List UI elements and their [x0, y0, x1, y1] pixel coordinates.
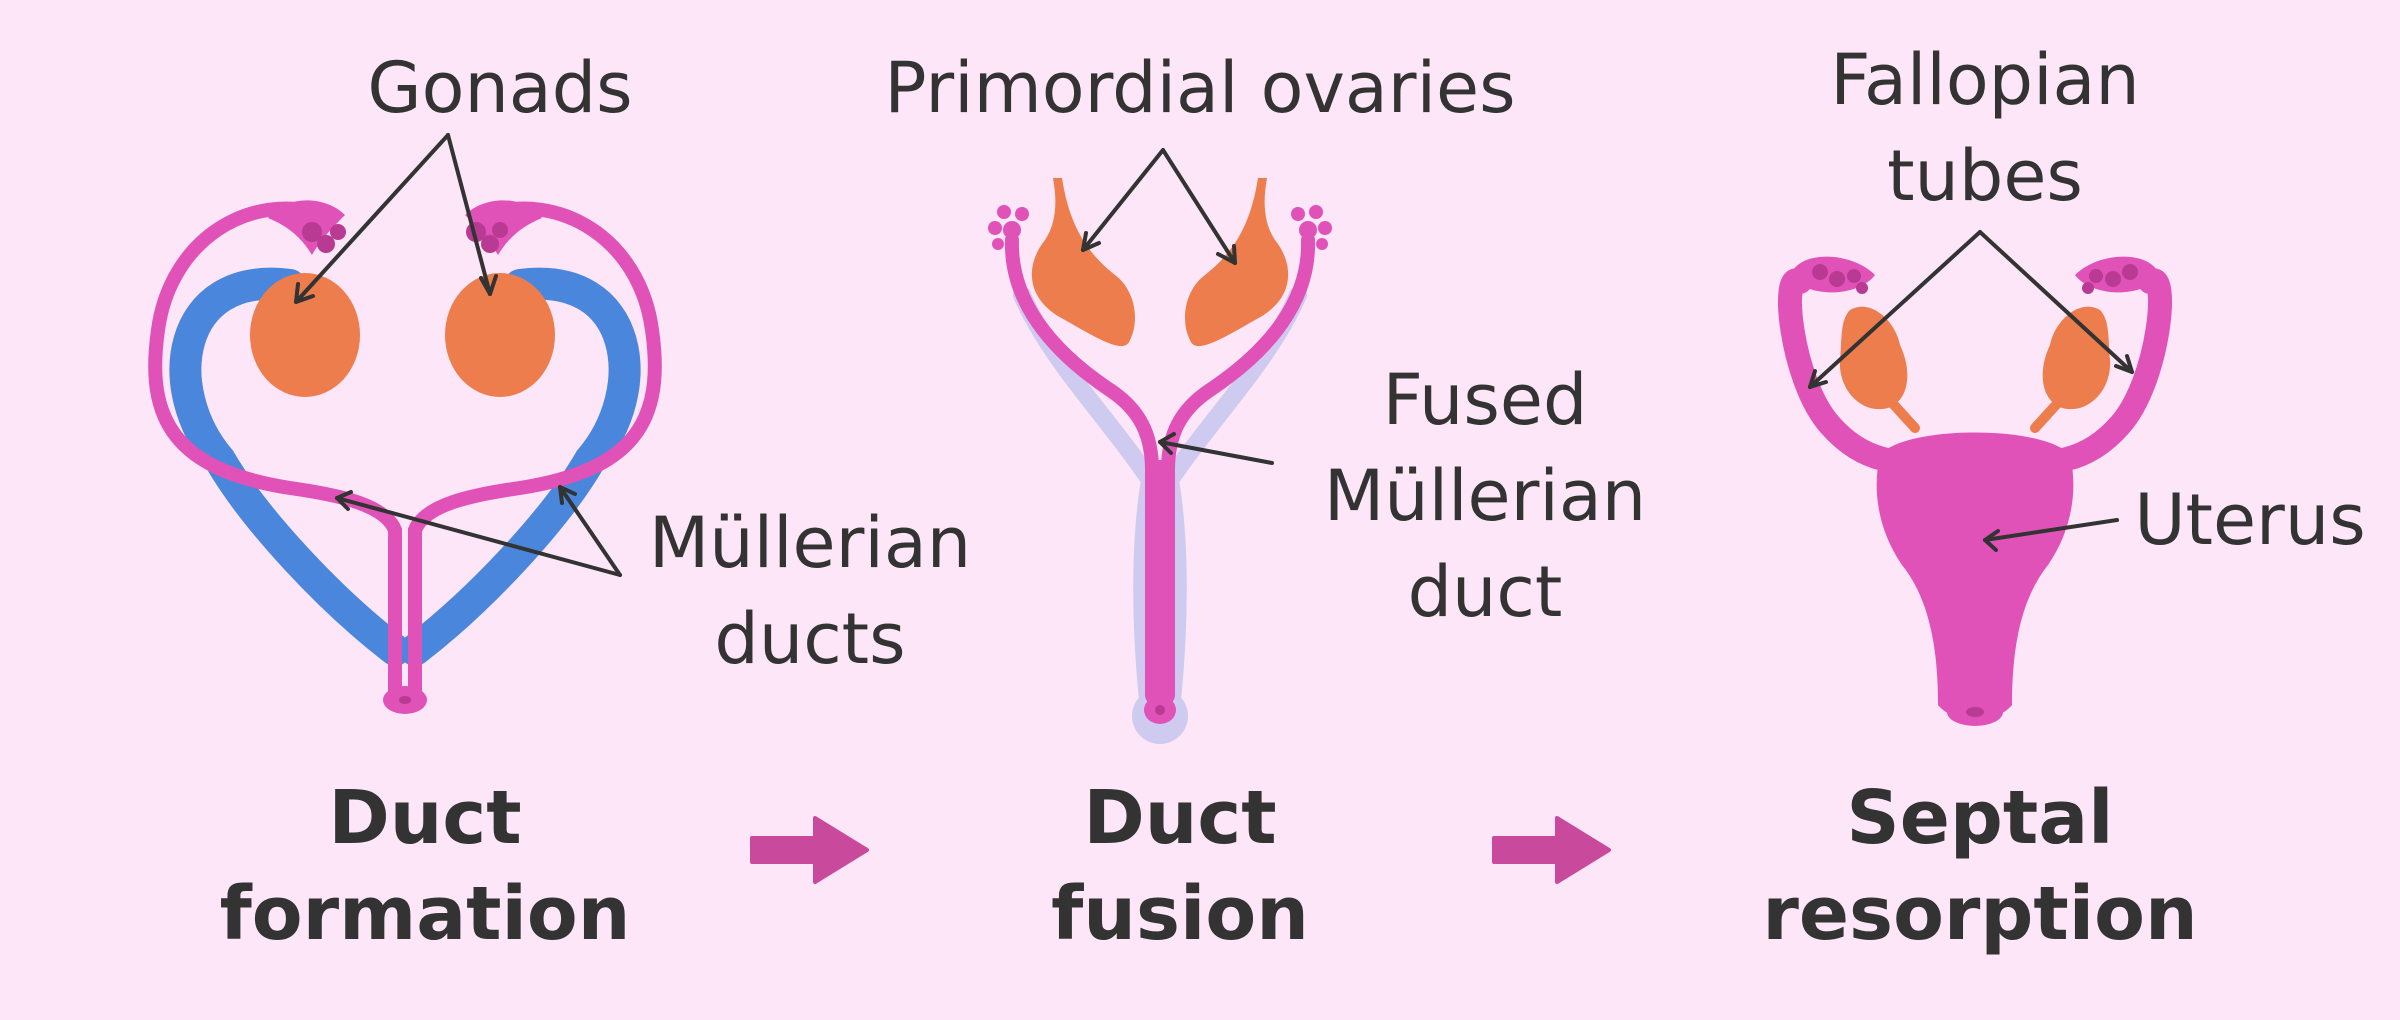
septal-resorption-title: Septal resorption: [1745, 770, 2215, 962]
mullerian-ducts-label-line2: ducts: [714, 598, 906, 680]
right-fimbriae: [466, 222, 508, 253]
gonads-label-text: Gonads: [367, 47, 633, 129]
left-fused-duct-branch: [1004, 233, 1159, 477]
right-ovary: [2042, 306, 2111, 410]
right-mullerian-duct: [408, 201, 662, 702]
left-ovary: [1839, 306, 1908, 410]
right-gonad: [445, 273, 555, 397]
left-fimbriae-sept: [1812, 264, 1868, 294]
arrow-right-icon: [1492, 816, 1611, 884]
uterus-label-text: Uterus: [2134, 479, 2366, 561]
duct-fusion-title-line2: fusion: [1051, 871, 1309, 957]
duct-fusion-title: Duct fusion: [965, 770, 1395, 962]
duct-fusion-title-line1: Duct: [1083, 775, 1277, 861]
duct-formation-title-line1: Duct: [328, 775, 522, 861]
panel3-pointers: [1808, 230, 2134, 552]
septal-resorption-title-line1: Septal: [1846, 775, 2114, 861]
gonads-label: Gonads: [345, 40, 655, 136]
right-wolffian-duct: [399, 267, 641, 666]
fallopian-tubes-label-line1: Fallopian: [1830, 39, 2140, 121]
fused-duct-opening: [1155, 705, 1165, 715]
fused-mullerian-duct-label: Fused Müllerian duct: [1285, 352, 1685, 640]
cervical-opening: [1966, 707, 1984, 717]
left-wolffian-duct: [169, 267, 411, 666]
uterus-label: Uterus: [2115, 472, 2385, 568]
arrow-right-icon: [750, 816, 869, 884]
uterus-body: [1876, 432, 2074, 720]
panel1-pointers: [294, 133, 622, 577]
left-ghost-duct: [1013, 286, 1160, 709]
right-ghost-duct: [1160, 286, 1307, 709]
septal-resorption-illustration: [1778, 256, 2172, 726]
left-fimbriae: [302, 222, 346, 253]
fused-mullerian-duct-label-line2: Müllerian: [1323, 455, 1647, 537]
left-gonad: [250, 273, 360, 397]
left-fimbriae-fusion: [988, 205, 1029, 250]
right-fimbriae-sept: [2082, 264, 2138, 294]
duct-formation-title: Duct formation: [210, 770, 640, 962]
panel2-pointers: [1081, 148, 1274, 465]
duct-formation-title-line2: formation: [219, 871, 631, 957]
fallopian-tubes-label: Fallopian tubes: [1785, 32, 2185, 224]
duct-formation-illustration: [148, 200, 662, 714]
fused-mullerian-duct: [1145, 460, 1175, 705]
left-primordial-ovary: [1031, 178, 1135, 347]
primordial-ovaries-label: Primordial ovaries: [850, 40, 1550, 136]
primordial-ovaries-label-text: Primordial ovaries: [884, 47, 1516, 129]
duct-fusion-illustration: [988, 178, 1332, 744]
fallopian-tubes-label-line2: tubes: [1887, 135, 2083, 217]
septal-resorption-title-line2: resorption: [1762, 871, 2198, 957]
duct-tip-opening: [399, 696, 411, 704]
mullerian-ducts-label: Müllerian ducts: [610, 495, 1010, 687]
mullerian-ducts-label-line1: Müllerian: [648, 502, 972, 584]
fused-mullerian-duct-label-line1: Fused: [1382, 359, 1588, 441]
right-fimbriae-fusion: [1291, 205, 1332, 250]
fused-mullerian-duct-label-line3: duct: [1407, 551, 1563, 633]
